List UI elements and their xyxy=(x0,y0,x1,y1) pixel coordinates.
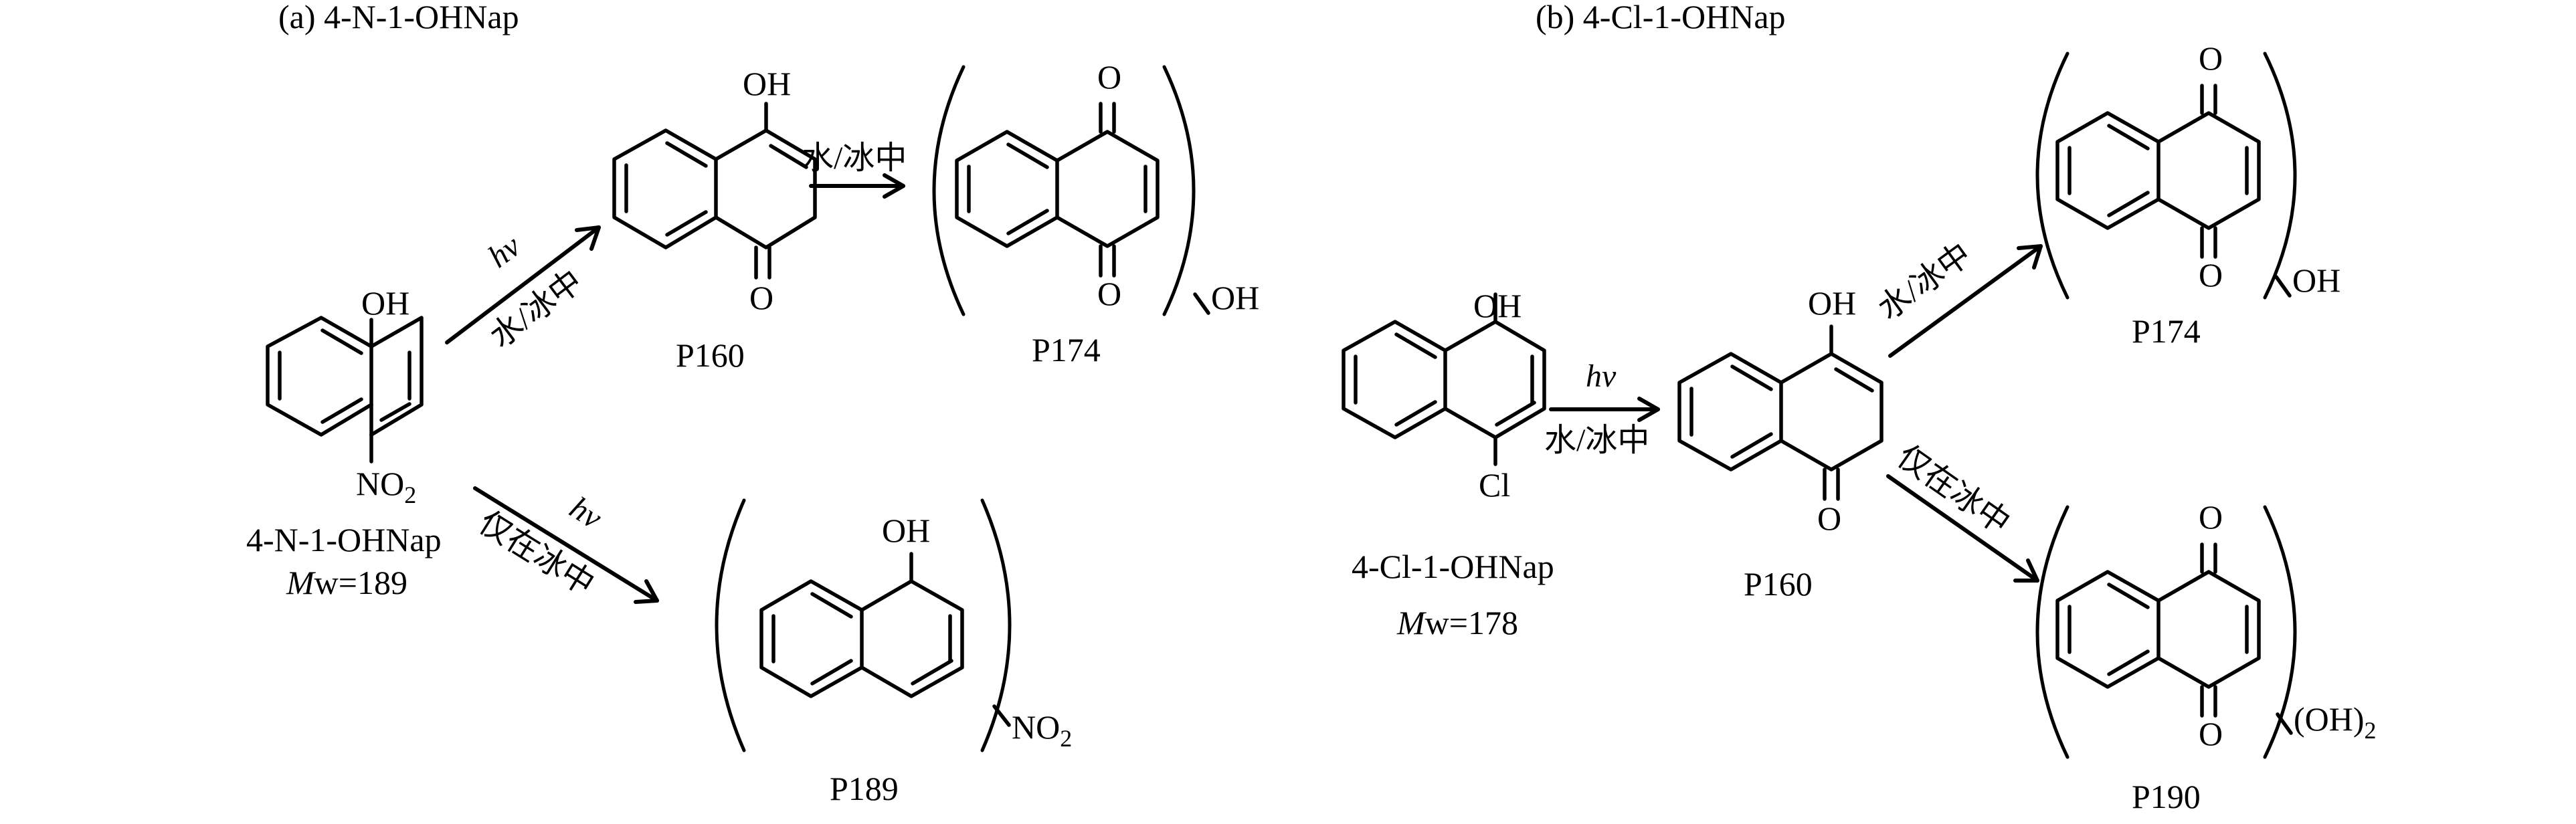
p174-a-ring xyxy=(955,102,1160,278)
p189-a-label: P189 xyxy=(830,770,899,807)
reactant-a-oh-label: OH xyxy=(361,284,409,322)
p160-a-ring xyxy=(612,102,817,280)
p174-a-substituent: OH xyxy=(1211,279,1259,316)
p174-b-substituent: OH xyxy=(2292,262,2340,299)
p190-b-right-paren xyxy=(2263,505,2297,759)
p160-b-o: O xyxy=(1817,500,1841,537)
p189-a-ring xyxy=(759,552,964,698)
p174-a-right-paren xyxy=(1162,65,1196,316)
arrow-b-to-p160: hν 水/冰中 xyxy=(1544,358,1660,458)
p189-a-oh: OH xyxy=(882,512,930,549)
reactant-b-name: 4-Cl-1-OHNap xyxy=(1352,548,1554,585)
p190-b-label: P190 xyxy=(2132,778,2201,815)
arrow-a-up-hv: hν xyxy=(482,228,528,275)
p160-a-o: O xyxy=(749,279,773,316)
p174-b-left-paren xyxy=(2035,51,2069,300)
p190-b-o-top: O xyxy=(2199,498,2223,536)
arrow-b-main-condition: 水/冰中 xyxy=(1544,423,1649,458)
product-p174-b: O O OH P174 xyxy=(2035,39,2340,350)
arrow-b-to-p174: 水/冰中 xyxy=(1871,237,2043,358)
p189-a-right-paren xyxy=(980,498,1012,752)
p174-a-label: P174 xyxy=(1032,331,1101,369)
p190-b-o-bottom: O xyxy=(2199,715,2223,752)
p160-b-ring xyxy=(1677,324,1883,501)
reactant-b-mw: Mw=178 xyxy=(1396,604,1518,641)
arrow-b-to-p190: 仅在冰中 xyxy=(1886,439,2039,583)
reactant-b-ring xyxy=(1342,292,1546,466)
product-p190-b: O O (OH)2 P190 xyxy=(2035,498,2377,815)
arrow-b-up-condition: 水/冰中 xyxy=(1871,237,1977,327)
reactant-a-name: 4-N-1-OHNap xyxy=(246,521,442,558)
p174-b-o-bottom: O xyxy=(2199,256,2223,294)
p174-b-o-top: O xyxy=(2199,39,2223,77)
reactant-a-mw: Mw=189 xyxy=(286,564,407,601)
arrow-a-p160-to-p174: 水/冰中 xyxy=(802,140,907,199)
arrow-a-p160-p174-condition: 水/冰中 xyxy=(802,140,907,176)
p174-a-o-top: O xyxy=(1097,58,1121,96)
arrow-a-down-hv: hν xyxy=(563,490,608,536)
p174-a-o-bottom: O xyxy=(1097,275,1121,312)
product-p160-a: OH O P160 xyxy=(612,65,817,374)
product-p174-a: O O OH P174 xyxy=(932,58,1259,369)
p160-b-label: P160 xyxy=(1744,565,1813,603)
p190-b-left-paren xyxy=(2035,505,2069,759)
product-p189-a: OH NO2 P189 xyxy=(715,498,1072,807)
p160-a-label: P160 xyxy=(676,336,745,374)
reactant-4-n-1-ohnap: OH NO2 4-N-1-OHNap Mw=189 xyxy=(246,284,442,601)
panel-a-title: (a) 4-N-1-OHNap xyxy=(278,0,519,35)
p189-a-left-paren xyxy=(715,498,746,752)
product-p160-b: OH O P160 xyxy=(1677,284,1883,603)
reactant-b-oh-label: OH xyxy=(1473,287,1522,324)
arrow-a-to-p160: hν 水/冰中 xyxy=(445,225,601,355)
reactant-a-no2-label: NO2 xyxy=(356,465,416,508)
p174-b-label: P174 xyxy=(2132,312,2201,350)
p189-a-substituent: NO2 xyxy=(1012,708,1072,752)
p174-b-ring xyxy=(2055,84,2261,259)
arrow-a-to-p189: hν 仅在冰中 xyxy=(472,486,659,604)
naphthalene-ring xyxy=(266,316,424,463)
panel-b-title: (b) 4-Cl-1-OHNap xyxy=(1536,0,1786,35)
reactant-b-cl-label: Cl xyxy=(1479,466,1510,504)
p160-b-oh: OH xyxy=(1808,284,1856,322)
p190-b-substituent: (OH)2 xyxy=(2294,700,2377,744)
p174-b-right-paren xyxy=(2263,51,2297,300)
p190-b-ring xyxy=(2055,542,2261,718)
p160-a-oh: OH xyxy=(743,65,791,102)
p174-a-left-paren xyxy=(932,65,965,316)
arrow-b-main-hv: hν xyxy=(1586,358,1617,394)
reactant-4-cl-1-ohnap: OH Cl 4-Cl-1-OHNap Mw=178 xyxy=(1342,287,1554,641)
